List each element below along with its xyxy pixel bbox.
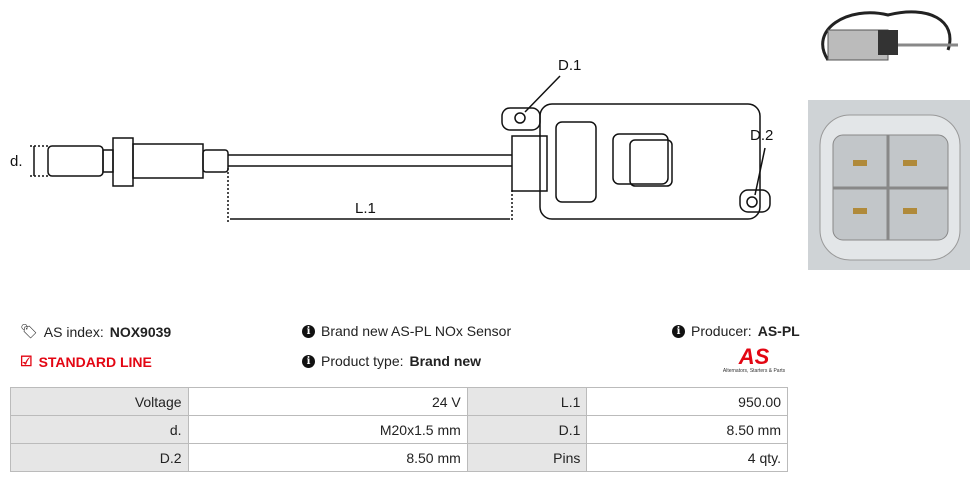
info-icon: i	[302, 324, 315, 338]
label-d2: D.2	[750, 127, 773, 144]
description: i Brand new AS-PL NOx Sensor	[302, 323, 511, 339]
tags-icon: 🏷	[20, 323, 38, 339]
standard-line-badge: ☑ STANDARD LINE	[20, 353, 152, 370]
label-d1: D.1	[558, 57, 581, 74]
technical-drawing: d. L.1 D.1 D.2	[10, 57, 773, 222]
check-square-icon: ☑	[20, 353, 33, 369]
as-pl-logo: AS Alternators, Starters & Parts	[722, 344, 786, 375]
info-icon: i	[302, 354, 315, 368]
product-photo	[808, 0, 970, 97]
product-type: i Product type:Brand new	[302, 353, 481, 369]
connector-photo	[808, 100, 970, 270]
producer: i Producer:AS-PL	[672, 323, 800, 339]
label-l1: L.1	[355, 200, 376, 217]
info-icon: i	[672, 324, 685, 338]
as-index: 🏷 AS index:NOX9039	[20, 323, 172, 340]
label-d: d.	[10, 153, 23, 170]
